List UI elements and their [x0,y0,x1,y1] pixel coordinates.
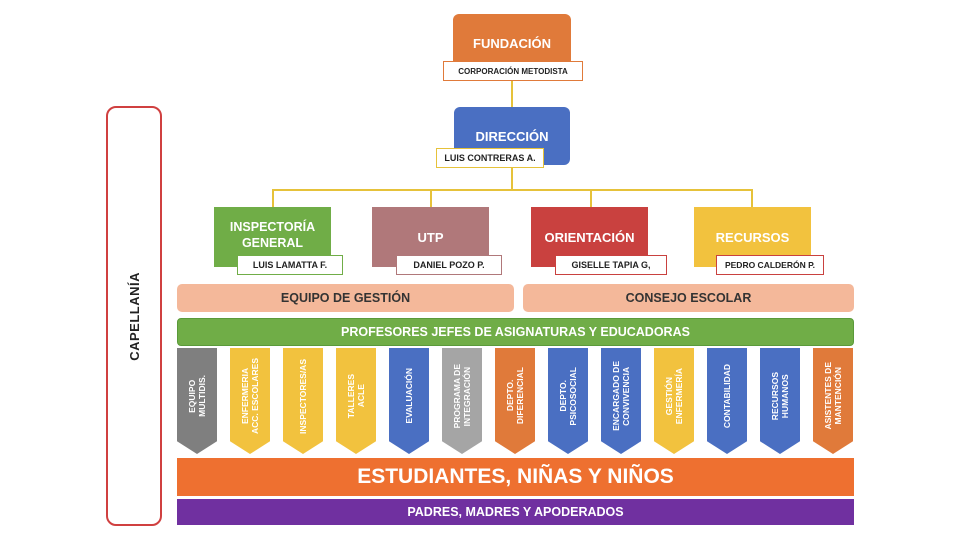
unit-diferencial: DEPTO. DIFERENCIAL [495,348,535,454]
unit-contabilidad: CONTABILIDAD [707,348,747,454]
unit-integracion: PROGRAMA DE INTEGRACIÓN [442,348,482,454]
unit-label: DEPTO. PSICOSOCIAL [557,366,578,426]
estudiantes-bar: ESTUDIANTES, NIÑAS Y NIÑOS [177,458,854,496]
unit-label: EVALUACIÓN [403,368,414,424]
dept-orientacion-person: GISELLE TAPIA G, [555,255,667,275]
capellania-box: CAPELLANÍA [106,106,162,526]
connector-line [590,189,592,207]
dept-recursos-person: PEDRO CALDERÓN P. [716,255,824,275]
unit-mantencion: ASISTENTES DE MANTENCIÓN [813,348,853,454]
unit-gestion-enfermeria: GESTIÓN ENFERMERÍA [654,348,694,454]
dept-inspectoria-title: INSPECTORÍA GENERAL [229,220,316,250]
dept-orientacion-title: ORIENTACIÓN [544,229,635,245]
unit-evaluacion: EVALUACIÓN [389,348,429,454]
connector-line [272,189,752,191]
unit-label: DEPTO. DIFERENCIAL [504,367,525,425]
unit-label: TALLERES ACLE [345,373,366,419]
fundacion-title: FUNDACIÓN [473,36,551,51]
dept-utp-person: DANIEL POZO P. [396,255,502,275]
unit-label: ENFERMERIA ACC. ESCOLARES [239,357,260,435]
fundacion-subtitle: CORPORACIÓN METODISTA [443,61,583,81]
unit-label: PROGRAMA DE INTEGRACIÓN [451,363,472,429]
connector-line [751,189,753,207]
consejo-escolar-bar: CONSEJO ESCOLAR [523,284,854,312]
unit-label: CONTABILIDAD [721,363,732,429]
capellania-label: CAPELLANÍA [126,271,142,361]
equipo-gestion-bar: EQUIPO DE GESTIÓN [177,284,514,312]
dept-recursos-title: RECURSOS [715,229,790,245]
unit-label: EQUIPO MULTIDIS. [186,375,207,417]
unit-talleres: TALLERES ACLE [336,348,376,454]
unit-recursos-humanos: RECURSOS HUMANOS [760,348,800,454]
unit-enfermeria: ENFERMERIA ACC. ESCOLARES [230,348,270,454]
padres-bar: PADRES, MADRES Y APODERADOS [177,499,854,525]
connector-line [272,189,274,207]
unit-label: RECURSOS HUMANOS [769,371,790,421]
unit-equipo-multidis: EQUIPO MULTIDIS. [177,348,217,454]
direccion-person: LUIS CONTRERAS A. [436,148,544,168]
connector-line [511,166,513,190]
unit-label: INSPECTORES/AS [297,358,308,434]
connector-line [511,80,513,108]
unit-label: ASISTENTES DE MANTENCIÓN [822,362,843,430]
unit-label: ENCARGADO DE CONVIVENCIA [610,361,631,431]
direccion-title: DIRECCIÓN [475,129,549,144]
dept-inspectoria-person: LUIS LAMATTA F. [237,255,343,275]
unit-convivencia: ENCARGADO DE CONVIVENCIA [601,348,641,454]
unit-inspectores: INSPECTORES/AS [283,348,323,454]
unit-label: GESTIÓN ENFERMERÍA [663,367,684,425]
dept-utp-title: UTP [417,229,444,245]
connector-line [430,189,432,207]
profesores-bar: PROFESORES JEFES DE ASIGNATURAS Y EDUCAD… [177,318,854,346]
unit-psicosocial: DEPTO. PSICOSOCIAL [548,348,588,454]
